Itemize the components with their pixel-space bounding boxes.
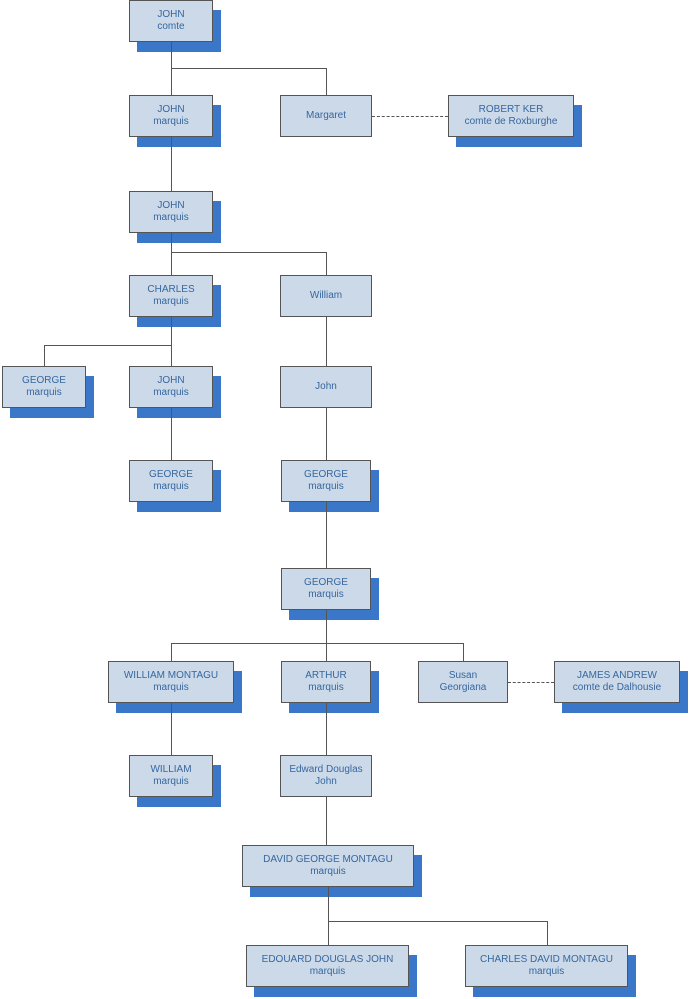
node-title-label: Georgiana [439, 682, 487, 693]
node-title-label: marquis [153, 387, 189, 398]
node-title-label: marquis [153, 212, 189, 223]
connector-line [328, 887, 329, 921]
node-title-label: marquis [153, 296, 189, 307]
node-name-label: JAMES ANDREW [576, 670, 657, 682]
connector-line [326, 703, 327, 755]
connector-line [171, 252, 326, 253]
node-william[interactable]: William [280, 275, 372, 317]
node-name-label: CHARLES DAVID MONTAGU [480, 954, 613, 966]
node-title-label: marquis [153, 116, 189, 127]
node-name-label: John [315, 381, 337, 393]
node-name-label: JOHN [157, 375, 185, 387]
connector-line [171, 345, 172, 366]
connector-line [171, 703, 172, 755]
node-title-label: marquis [153, 776, 189, 787]
marriage-link-susan-georgiana-james-andrew [508, 682, 554, 683]
connector-line [328, 921, 329, 945]
node-title-label: marquis [153, 481, 189, 492]
node-title-label: marquis [26, 387, 62, 398]
node-title-label: marquis [308, 682, 344, 693]
node-title-label: marquis [153, 682, 189, 693]
node-name-label: GEORGE [22, 375, 66, 387]
connector-line [326, 797, 327, 845]
connector-line [171, 68, 172, 95]
node-name-label: GEORGE [304, 469, 348, 481]
node-title-label: John [315, 776, 337, 787]
connector-line [171, 408, 172, 460]
node-name-label: EDOUARD DOUGLAS JOHN [261, 954, 394, 966]
connector-line [326, 610, 327, 643]
node-name-label: Susan [448, 670, 478, 682]
connector-line [171, 68, 326, 69]
node-title-label: marquis [308, 589, 344, 600]
node-name-label: Margaret [305, 110, 346, 122]
connector-line [326, 408, 327, 460]
node-name-label: GEORGE [304, 577, 348, 589]
node-name-label: ARTHUR [305, 670, 347, 682]
node-title-label: comte de Roxburghe [464, 116, 558, 127]
connector-line [328, 921, 547, 922]
node-margaret[interactable]: Margaret [280, 95, 372, 137]
connector-line [326, 68, 327, 95]
node-name-label: CHARLES [147, 284, 195, 296]
connector-line [44, 345, 172, 346]
connector-line [547, 921, 548, 945]
connector-line [171, 42, 172, 68]
connector-line [326, 317, 327, 366]
node-title-label: marquis [309, 966, 346, 977]
connector-line [326, 502, 327, 568]
node-title-label: marquis [308, 481, 344, 492]
node-name-label: JOHN [157, 9, 185, 21]
connector-line [44, 345, 45, 366]
node-name-label: WILLIAM [150, 764, 192, 776]
node-name-label: GEORGE [149, 469, 193, 481]
connector-line [171, 643, 464, 644]
connector-line [171, 252, 172, 275]
node-name-label: JOHN [157, 104, 185, 116]
node-title-label: comte de Dalhousie [572, 682, 662, 693]
node-name-label: Edward Douglas [289, 764, 363, 776]
node-john-lower[interactable]: John [280, 366, 372, 408]
connector-line [171, 137, 172, 191]
marriage-link-margaret-robert-ker [372, 116, 448, 117]
node-title-label: comte [157, 21, 185, 32]
node-name-label: ROBERT KER [478, 104, 544, 116]
node-name-label: William [309, 290, 343, 302]
connector-line [171, 317, 172, 345]
connector-line [463, 643, 464, 661]
connector-line [171, 643, 172, 661]
connector-line [326, 643, 327, 661]
connector-line [326, 252, 327, 275]
node-name-label: DAVID GEORGE MONTAGU [263, 854, 393, 866]
node-name-label: WILLIAM MONTAGU [123, 670, 219, 682]
node-title-label: marquis [528, 966, 565, 977]
connector-line [171, 233, 172, 252]
node-name-label: JOHN [157, 200, 185, 212]
node-title-label: marquis [310, 866, 346, 877]
